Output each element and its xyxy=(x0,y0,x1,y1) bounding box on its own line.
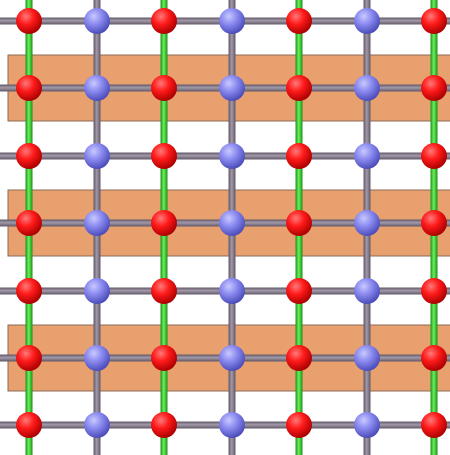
blue-atom xyxy=(354,75,380,101)
red-atom xyxy=(286,412,312,438)
blue-atom xyxy=(354,8,380,34)
red-atom xyxy=(421,210,447,236)
red-atom xyxy=(151,75,177,101)
red-atom xyxy=(16,143,42,169)
blue-atom xyxy=(354,143,380,169)
blue-atom xyxy=(84,278,110,304)
red-atom xyxy=(286,75,312,101)
blue-atom xyxy=(354,412,380,438)
red-atom xyxy=(151,210,177,236)
red-atom xyxy=(16,412,42,438)
red-atom xyxy=(286,278,312,304)
blue-atom xyxy=(84,8,110,34)
blue-atom xyxy=(354,345,380,371)
blue-atom xyxy=(219,75,245,101)
red-atom xyxy=(16,8,42,34)
blue-atom xyxy=(84,75,110,101)
blue-atom xyxy=(219,143,245,169)
red-atom xyxy=(16,75,42,101)
red-atom xyxy=(421,143,447,169)
red-atom xyxy=(286,345,312,371)
red-atom xyxy=(16,210,42,236)
red-atom xyxy=(286,210,312,236)
red-atom xyxy=(421,345,447,371)
red-atom xyxy=(286,8,312,34)
blue-atom xyxy=(219,345,245,371)
red-atom xyxy=(421,278,447,304)
blue-atom xyxy=(84,210,110,236)
blue-atom xyxy=(219,8,245,34)
red-atom xyxy=(151,412,177,438)
blue-atom xyxy=(219,210,245,236)
red-atom xyxy=(151,345,177,371)
blue-atom xyxy=(84,412,110,438)
blue-atom xyxy=(84,345,110,371)
red-atom xyxy=(286,143,312,169)
red-atom xyxy=(16,345,42,371)
blue-atom xyxy=(219,278,245,304)
red-atom xyxy=(421,8,447,34)
red-atom xyxy=(16,278,42,304)
atoms xyxy=(16,8,447,438)
blue-atom xyxy=(354,278,380,304)
blue-atom xyxy=(354,210,380,236)
blue-atom xyxy=(84,143,110,169)
red-atom xyxy=(151,278,177,304)
red-atom xyxy=(421,412,447,438)
blue-atom xyxy=(219,412,245,438)
red-atom xyxy=(151,8,177,34)
red-atom xyxy=(421,75,447,101)
red-atom xyxy=(151,143,177,169)
